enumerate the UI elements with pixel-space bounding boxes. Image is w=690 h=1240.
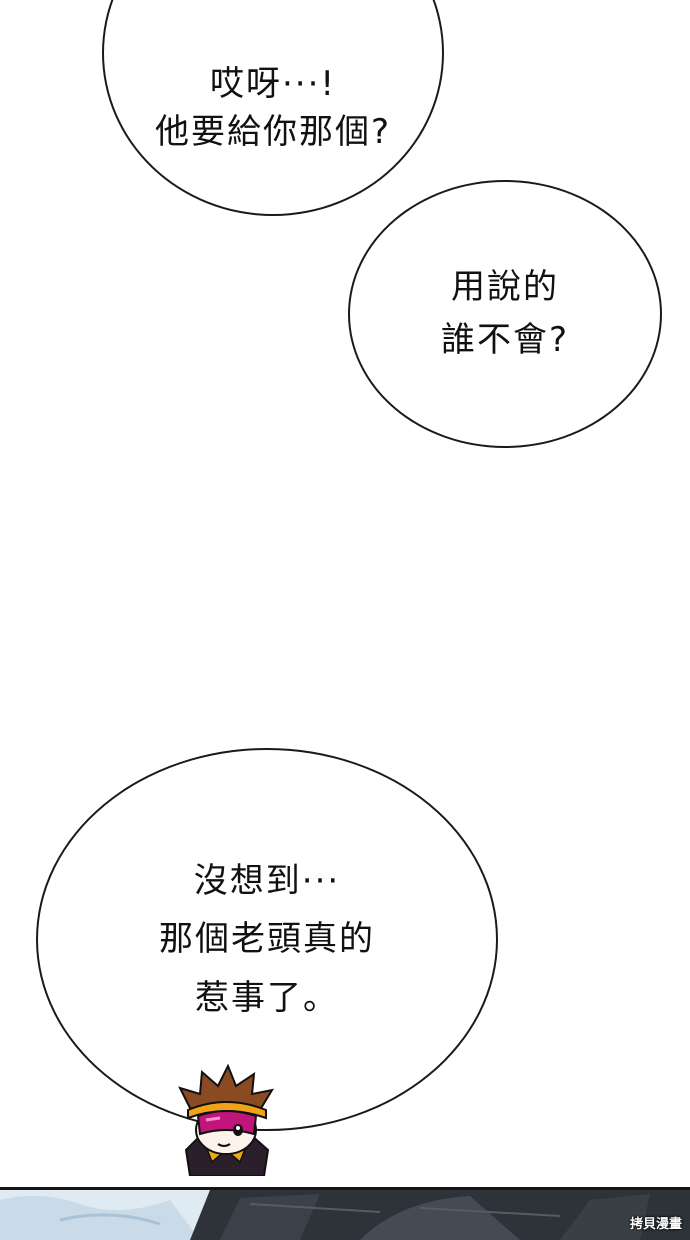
speech-bubble-2: 用說的 誰不會? [348,180,662,448]
bubble-1-line-2: 他要給你那個? [154,112,392,152]
bubble-3-line-3: 惹事了。 [195,977,339,1018]
next-panel-strip: 拷貝漫畫 [0,1187,690,1240]
bubble-1-line-1: 哎呀···! [209,63,337,104]
bubble-3-line-2: 那個老頭真的 [159,919,375,960]
bubble-2-line-1: 用說的 [451,267,559,308]
panel-artwork [0,1190,690,1240]
speech-bubble-1: 哎呀···! 他要給你那個? [102,0,444,216]
bubble-2-line-2: 誰不會? [440,320,570,360]
speech-bubble-3: 沒想到··· 那個老頭真的 惹事了。 [36,748,498,1131]
chibi-character-icon [178,1064,275,1176]
watermark-text: 拷貝漫畫 [629,1217,682,1232]
bubble-3-line-1: 沒想到··· [193,860,341,901]
